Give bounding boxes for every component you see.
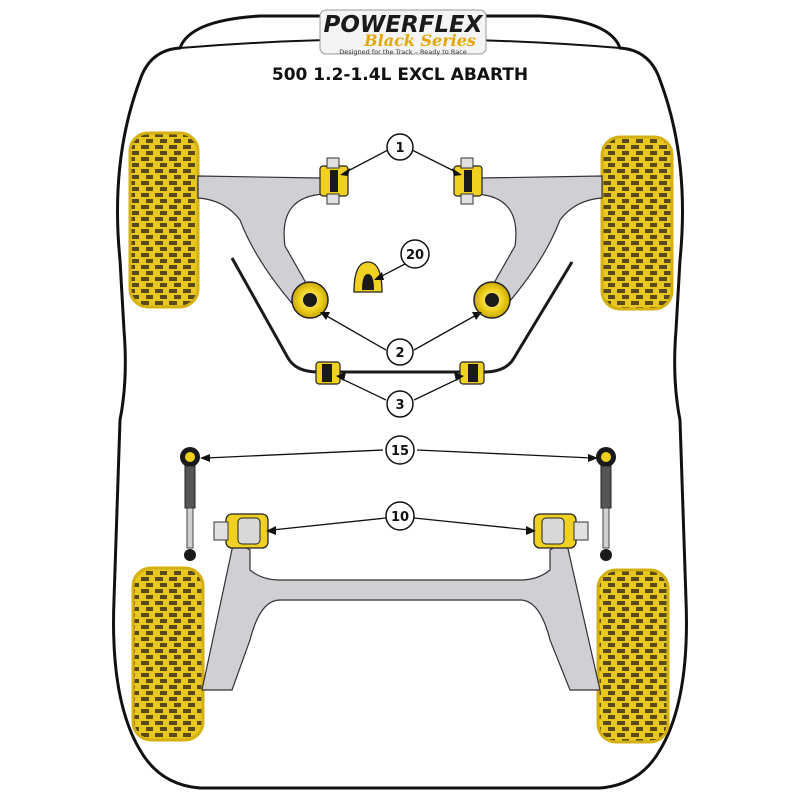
svg-text:10: 10 xyxy=(391,510,409,525)
rear-wishbone-bush-right xyxy=(473,281,511,319)
rear-torsion-beam xyxy=(201,539,601,691)
rear-left-tyre xyxy=(131,566,205,742)
rear-damper-right xyxy=(596,447,616,561)
logo-series: Black Series xyxy=(363,31,476,50)
callout-2: 2 xyxy=(386,338,414,366)
rear-right-tyre xyxy=(596,568,670,744)
front-wishbone-bush-left xyxy=(319,157,349,205)
svg-text:2: 2 xyxy=(395,346,404,361)
svg-text:3: 3 xyxy=(395,398,404,413)
powerflex-logo: POWERFLEX Black Series Designed for the … xyxy=(319,9,487,56)
svg-text:1: 1 xyxy=(395,141,404,156)
model-title: 500 1.2-1.4L EXCL ABARTH xyxy=(272,65,528,85)
logo-brand: POWERFLEX xyxy=(323,12,483,38)
callout-1: 1 xyxy=(386,133,414,161)
logo-tagline: Designed for the Track – Ready to Race xyxy=(339,48,467,56)
svg-text:20: 20 xyxy=(406,248,424,263)
callout-10: 10 xyxy=(385,501,415,531)
front-right-tyre xyxy=(600,135,674,311)
rear-damper-left xyxy=(180,447,200,561)
arrow-heads xyxy=(200,168,598,535)
right-wishbone xyxy=(474,175,603,309)
callout-3: 3 xyxy=(386,390,414,418)
engine-mount-insert xyxy=(353,261,383,293)
front-left-tyre xyxy=(128,131,200,309)
left-wishbone xyxy=(197,175,326,309)
rear-wishbone-bush-left xyxy=(291,281,329,319)
anti-roll-bar xyxy=(230,257,574,374)
anti-roll-bar-bush-left xyxy=(315,361,341,385)
callout-20: 20 xyxy=(400,239,430,269)
rear-beam-bush-left xyxy=(213,513,269,549)
rear-beam-bush-right xyxy=(533,513,589,549)
anti-roll-bar-bush-right xyxy=(459,361,485,385)
svg-text:15: 15 xyxy=(391,444,409,459)
front-wishbone-bush-right xyxy=(453,157,483,205)
leader-lines xyxy=(205,149,593,531)
callout-15: 15 xyxy=(385,435,415,465)
